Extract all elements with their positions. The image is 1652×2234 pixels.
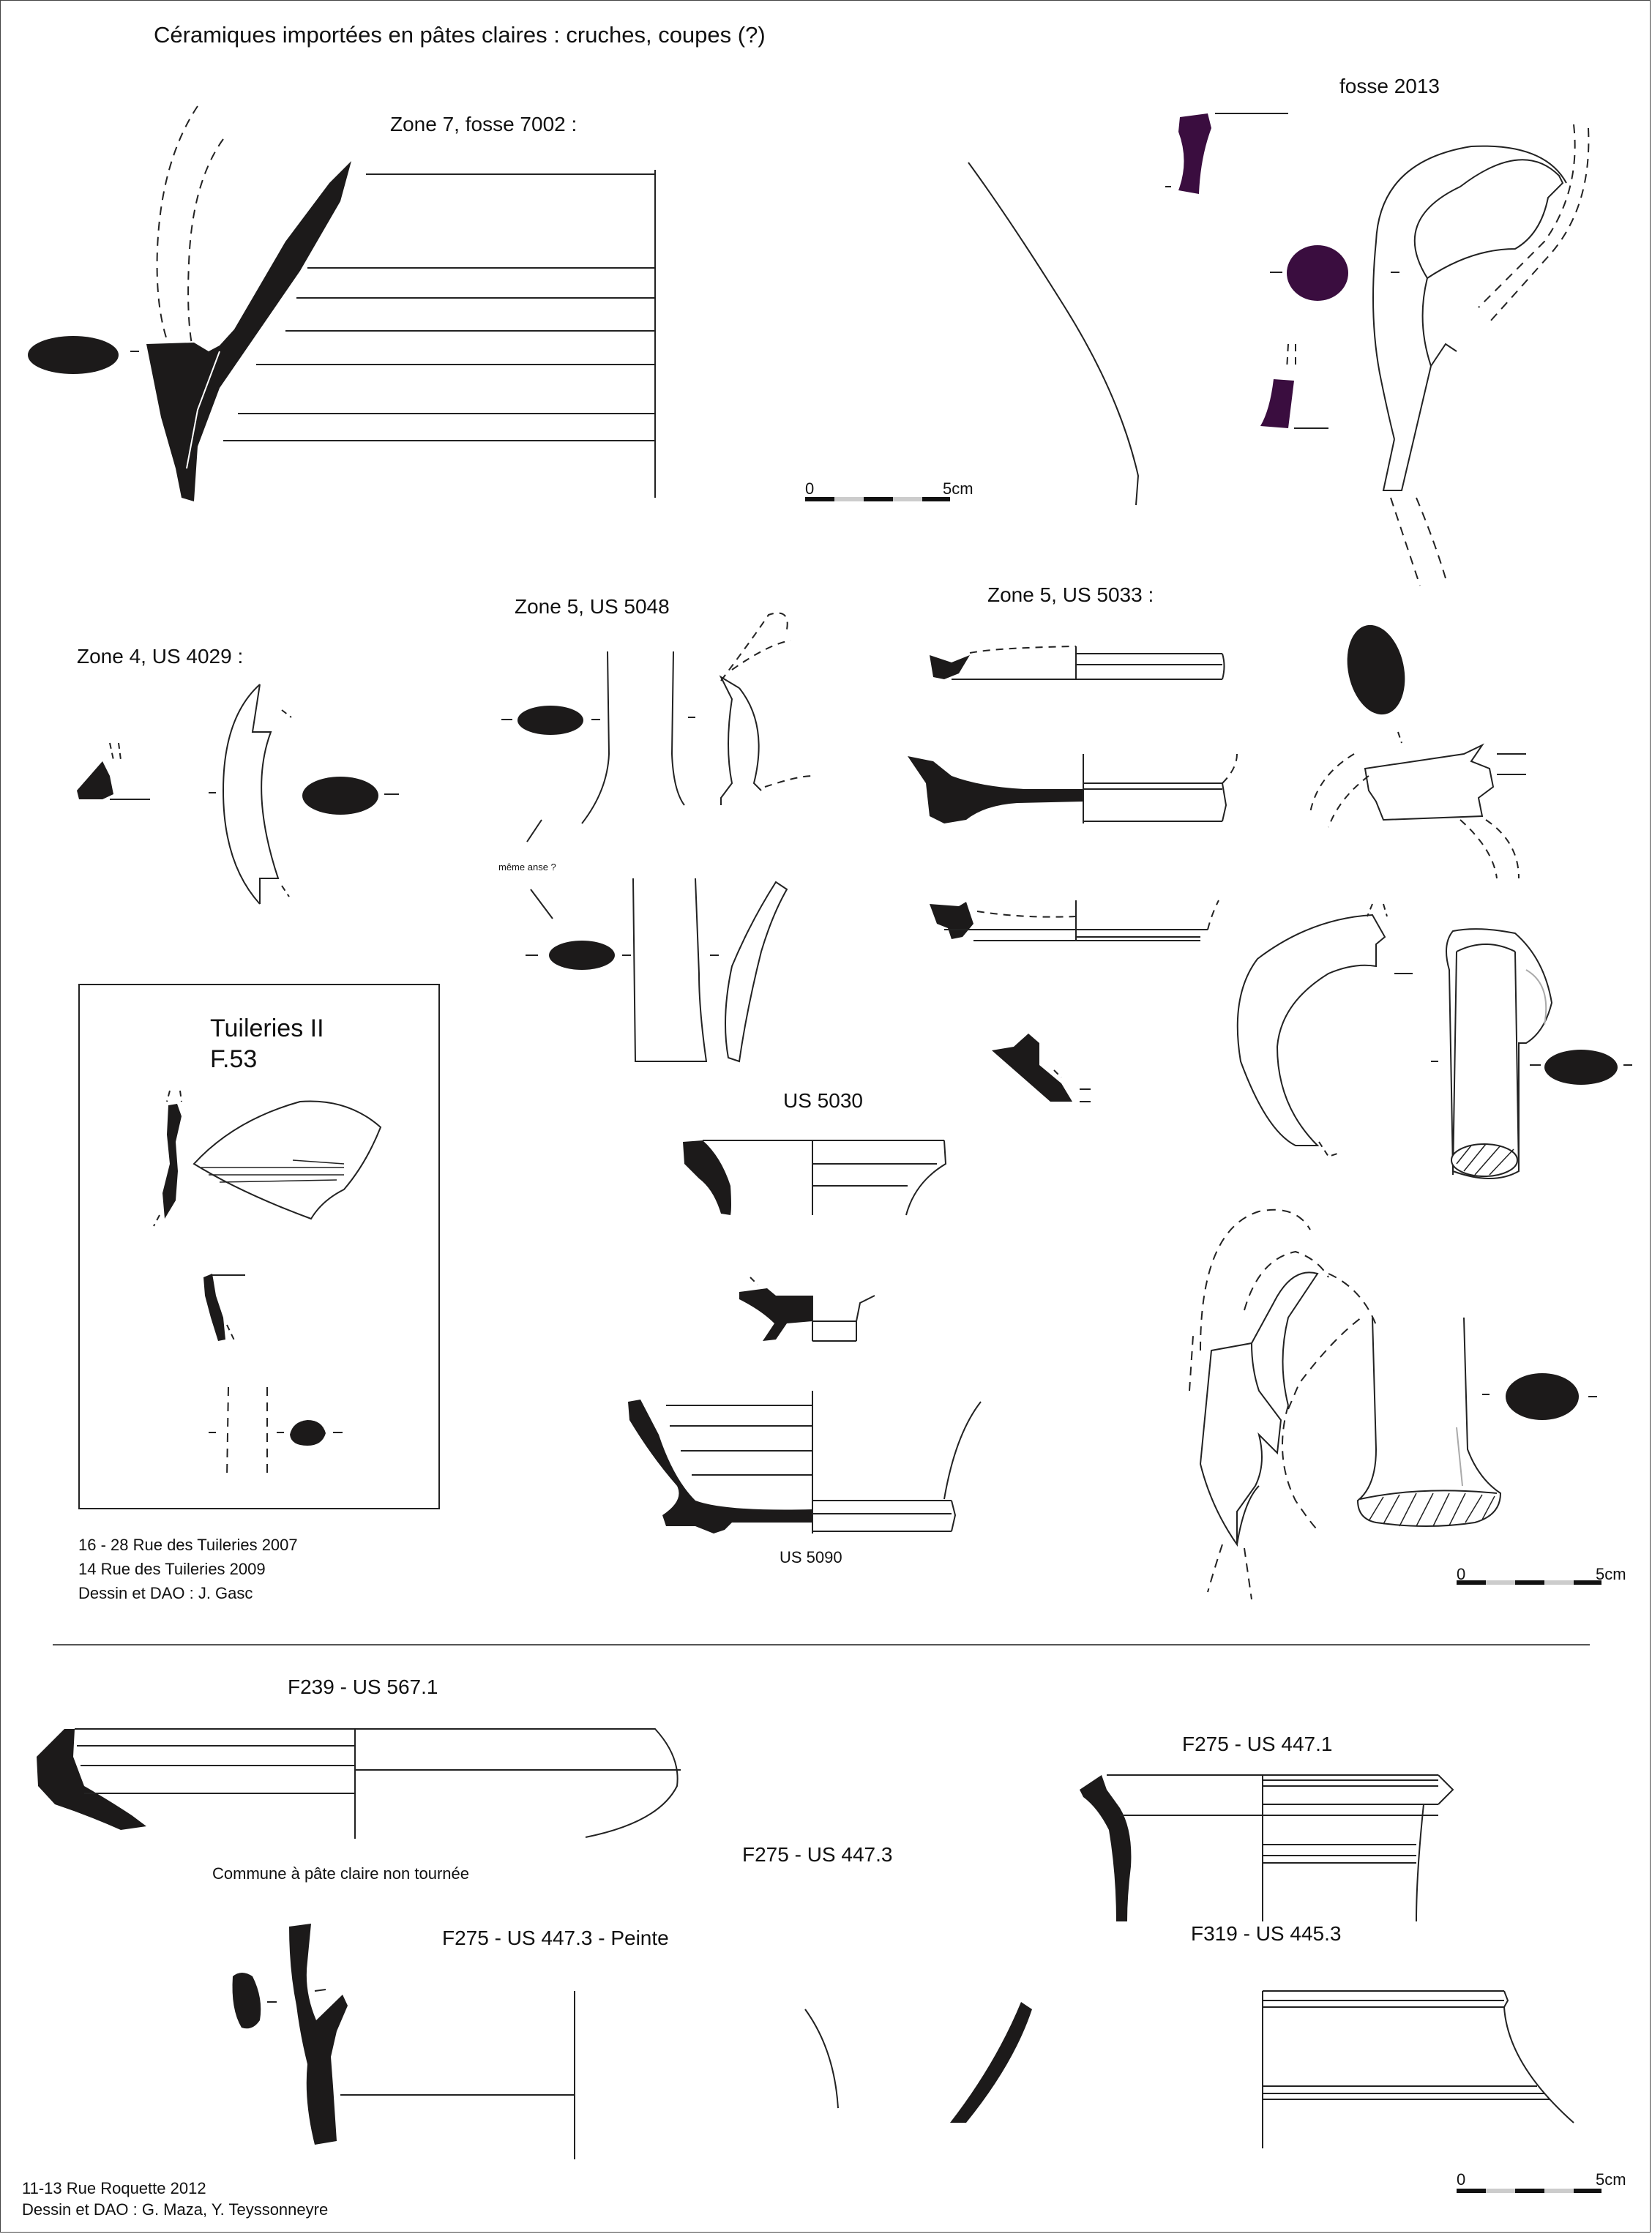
zone4-handle (209, 684, 292, 905)
scale-bar-2 (1457, 1580, 1601, 1585)
us5033-rim-3 (930, 900, 1219, 941)
credit-bottom-line1: 11-13 Rue Roquette 2012 (22, 2179, 206, 2197)
us5033-fragment-4 (992, 1034, 1091, 1102)
f275-peinte-profile (289, 1924, 575, 2159)
zone7-handle-section (28, 336, 119, 374)
f275-peinte-section (232, 1973, 261, 2029)
zone7-wall-curve (968, 162, 1140, 506)
label-zone7: Zone 7, fosse 7002 : (390, 113, 578, 135)
f275-4473-sherd (950, 2002, 1032, 2123)
fosse2013-handle (1372, 124, 1590, 586)
label-f275-peinte: F275 - US 447.3 - Peinte (442, 1927, 669, 1949)
label-us5090: US 5090 (780, 1548, 842, 1566)
tuileries-handle-section (290, 1420, 326, 1446)
label-f239: F239 - US 567.1 (288, 1676, 438, 1698)
us5030-base (739, 1277, 875, 1342)
label-f319: F319 - US 445.3 (1191, 1922, 1342, 1945)
zone5-handle-attachment (1309, 731, 1526, 879)
label-tuileries-title: Tuileries II (210, 1015, 324, 1042)
scale2-zero: 0 (1457, 1565, 1466, 1583)
label-commune: Commune à pâte claire non tournée (212, 1864, 469, 1883)
us5048-neck-upper (581, 612, 813, 824)
curved-handle (1236, 903, 1438, 1158)
scale3-five: 5cm (1596, 2170, 1626, 2189)
scale1-five: 5cm (943, 479, 973, 498)
us5030-rim (683, 1140, 947, 1216)
credit-top-line3: Dessin et DAO : J. Gasc (78, 1584, 253, 1602)
label-f275-4471: F275 - US 447.1 (1182, 1733, 1333, 1755)
figure-title: Céramiques importées en pâtes claires : … (154, 22, 766, 48)
zone7-jug-profile (130, 105, 656, 501)
tuileries-handle-fragment (209, 1386, 343, 1479)
label-tuileries-feature: F.53 (210, 1045, 258, 1073)
label-meme-anse: même anse ? (498, 862, 556, 873)
meme-anse-line-1 (526, 819, 542, 843)
large-handle-jug (1189, 1208, 1377, 1600)
tuileries-box (78, 984, 440, 1509)
zone4-handle-section (302, 777, 378, 815)
f275-4471-rim (1080, 1774, 1454, 1922)
fosse2013-purple-rim (1165, 113, 1288, 194)
handle-cylinder-view (1446, 928, 1553, 1179)
tuileries-bowl (193, 1100, 382, 1220)
meme-anse-line-2 (530, 889, 553, 919)
label-fosse2013: fosse 2013 (1339, 75, 1440, 97)
label-zone4: Zone 4, US 4029 : (77, 645, 244, 668)
label-f275-4473: F275 - US 447.3 (742, 1843, 893, 1866)
us5048-neck-lower (632, 878, 788, 1063)
fosse2013-purple-section (1287, 245, 1348, 301)
scale2-five: 5cm (1596, 1565, 1626, 1583)
jug-neck-base (1356, 1317, 1502, 1527)
us5090-cup (628, 1391, 982, 1533)
us5033-rim-1 (930, 646, 1225, 680)
cylinder-handle-section (1544, 1050, 1618, 1085)
tuileries-profile-1 (153, 1090, 182, 1227)
jug-handle-section (1506, 1373, 1579, 1420)
zone5-right-section (1347, 624, 1405, 715)
zone4-rim-fragment (77, 742, 150, 800)
f275-4473-wall-curve (804, 2009, 839, 2109)
scale-bar-3 (1457, 2189, 1601, 2193)
credit-bottom-line2: Dessin et DAO : G. Maza, Y. Teyssonneyre (22, 2200, 329, 2219)
fosse2013-purple-base (1260, 343, 1328, 429)
us5048-section-1 (517, 706, 583, 735)
label-zone5-5033: Zone 5, US 5033 : (987, 583, 1154, 606)
label-zone5-5048: Zone 5, US 5048 (515, 595, 670, 618)
label-us5030: US 5030 (783, 1089, 863, 1112)
scale1-zero: 0 (805, 479, 815, 498)
credit-top-line1: 16 - 28 Rue des Tuileries 2007 (78, 1536, 298, 1554)
scale-bar-1 (805, 497, 950, 501)
tuileries-profile-2 (203, 1274, 245, 1344)
credit-top-line2: 14 Rue des Tuileries 2009 (78, 1560, 266, 1578)
f319-rim (1262, 1990, 1574, 2148)
us5033-base-2 (908, 753, 1238, 823)
us5048-section-2 (549, 941, 615, 970)
scale3-zero: 0 (1457, 2170, 1466, 2189)
f239-rim (37, 1728, 681, 1839)
